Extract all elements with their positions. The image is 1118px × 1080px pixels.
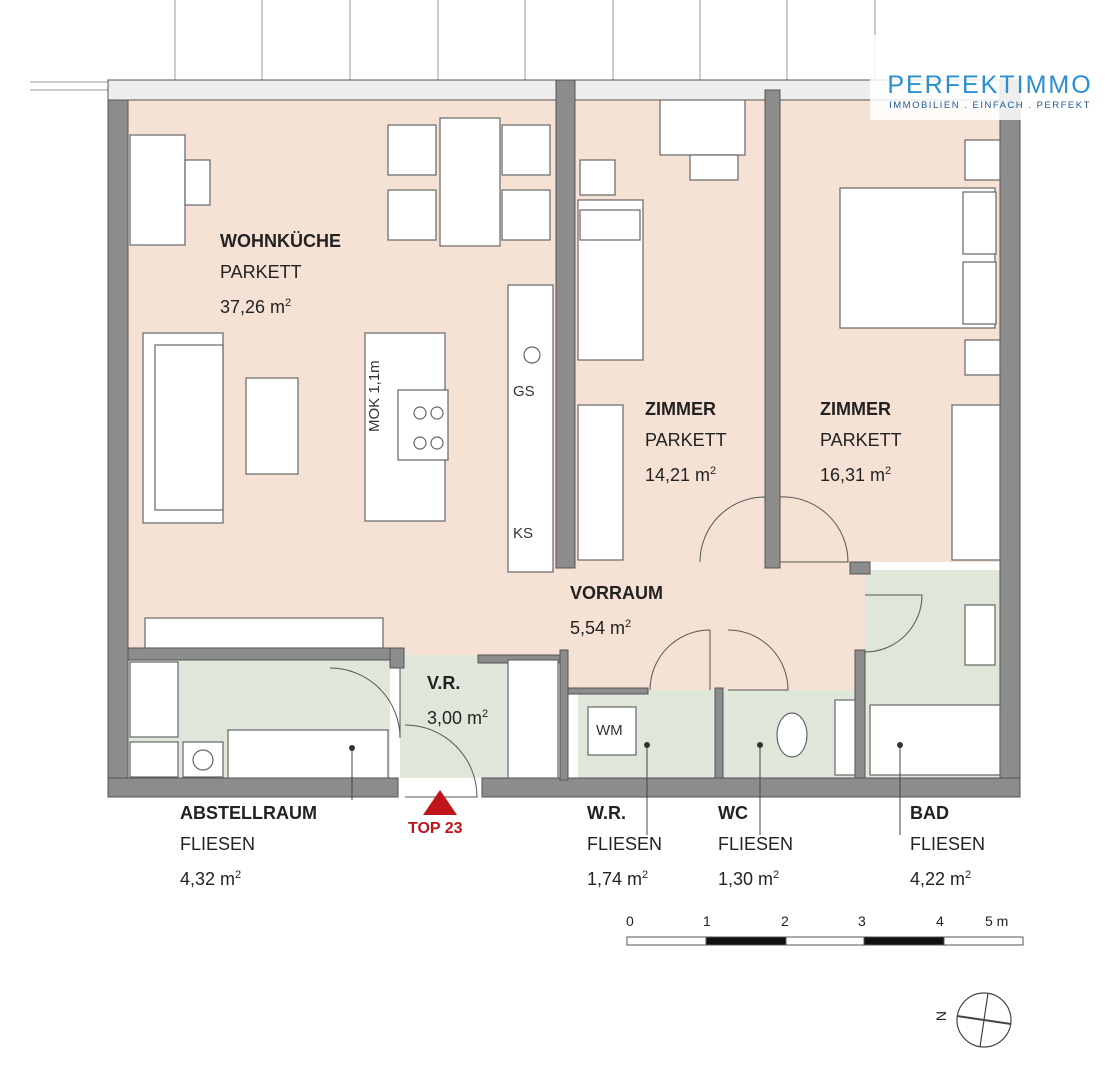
label-vr: V.R.3,00 m2 xyxy=(427,673,489,728)
logo-name: PERFEKTIMMO xyxy=(887,71,1093,99)
entrance-marker-icon xyxy=(423,790,457,815)
logo-tagline: IMMOBILIEN . EINFACH . PERFEKT xyxy=(889,100,1091,111)
entrance-label: TOP 23 xyxy=(408,820,463,837)
scale-tick: 3 xyxy=(858,913,866,929)
label-mok: MOK 1,1m xyxy=(366,360,383,432)
label-waschmaschine: WM xyxy=(596,722,623,739)
scale-tick: 2 xyxy=(781,913,789,929)
north-label: N xyxy=(933,1010,950,1022)
scale-tick: 1 xyxy=(703,913,711,929)
scale-tick: 0 xyxy=(626,913,634,929)
logo: PERFEKTIMMO IMMOBILIEN . EINFACH . PERFE… xyxy=(870,35,1110,120)
label-kuehlschrank: KS xyxy=(513,525,534,542)
north-arrow-icon xyxy=(956,992,1012,1048)
label-geschirrspueler: GS xyxy=(513,383,535,400)
scale-bar xyxy=(626,936,1024,946)
scale-tick: 4 xyxy=(936,913,944,929)
scale-tick: 5 m xyxy=(985,913,1009,929)
